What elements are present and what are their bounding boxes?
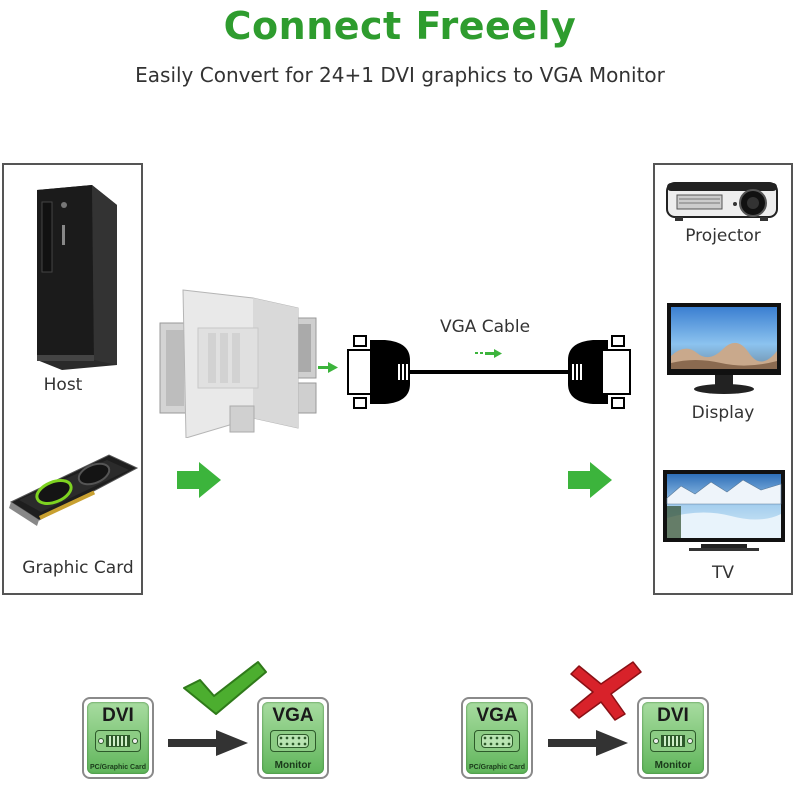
source-label-host: Host <box>43 375 83 395</box>
badge-dvi-target: DVI Monitor <box>637 697 709 779</box>
cross-icon <box>570 661 642 721</box>
target-label-tv: TV <box>711 563 734 583</box>
badge-title: VGA <box>272 705 314 726</box>
vga-cable-label: VGA Cable <box>439 317 531 337</box>
flow-arrow-left-icon <box>177 462 221 498</box>
direction-arrow-icon <box>168 730 248 756</box>
projector-icon <box>666 182 778 221</box>
tv-icon <box>663 470 785 551</box>
monitor-icon <box>667 303 781 394</box>
dvi-port-icon <box>650 730 696 752</box>
badge-subtitle: PC/Graphic Card <box>89 764 146 771</box>
badge-dvi-source: DVI PC/Graphic Card <box>82 697 154 779</box>
page-title: Connect Freeely <box>223 4 577 48</box>
target-label-display: Display <box>691 403 755 423</box>
badge-vga-source: VGA PC/Graphic Card <box>461 697 533 779</box>
badge-vga-target: VGA Monitor <box>257 697 329 779</box>
target-devices-panel: Projector Display TV <box>653 163 793 595</box>
vga-port-icon <box>474 730 520 752</box>
vga-cable-icon <box>347 335 631 409</box>
badge-subtitle: PC/Graphic Card <box>468 764 525 771</box>
checkmark-icon <box>183 661 267 715</box>
source-label-graphic-card: Graphic Card <box>22 558 134 578</box>
small-arrow-icon <box>318 362 338 373</box>
vga-port-icon <box>270 730 316 752</box>
flow-arrow-right-icon <box>568 462 612 498</box>
desktop-tower-icon <box>37 185 117 370</box>
direction-arrow-icon <box>548 730 628 756</box>
target-label-projector: Projector <box>685 226 761 246</box>
graphics-card-icon <box>9 454 139 526</box>
badge-title: DVI <box>102 705 134 726</box>
page-subtitle: Easily Convert for 24+1 DVI graphics to … <box>135 63 665 87</box>
badge-subtitle: Monitor <box>274 760 312 771</box>
badge-title: DVI <box>657 705 689 726</box>
source-devices-panel: Host Graphic Card <box>2 163 143 595</box>
badge-title: VGA <box>476 705 518 726</box>
badge-subtitle: Monitor <box>654 760 692 771</box>
dvi-port-icon <box>95 730 141 752</box>
dvi-to-vga-adapter-icon <box>159 289 317 438</box>
